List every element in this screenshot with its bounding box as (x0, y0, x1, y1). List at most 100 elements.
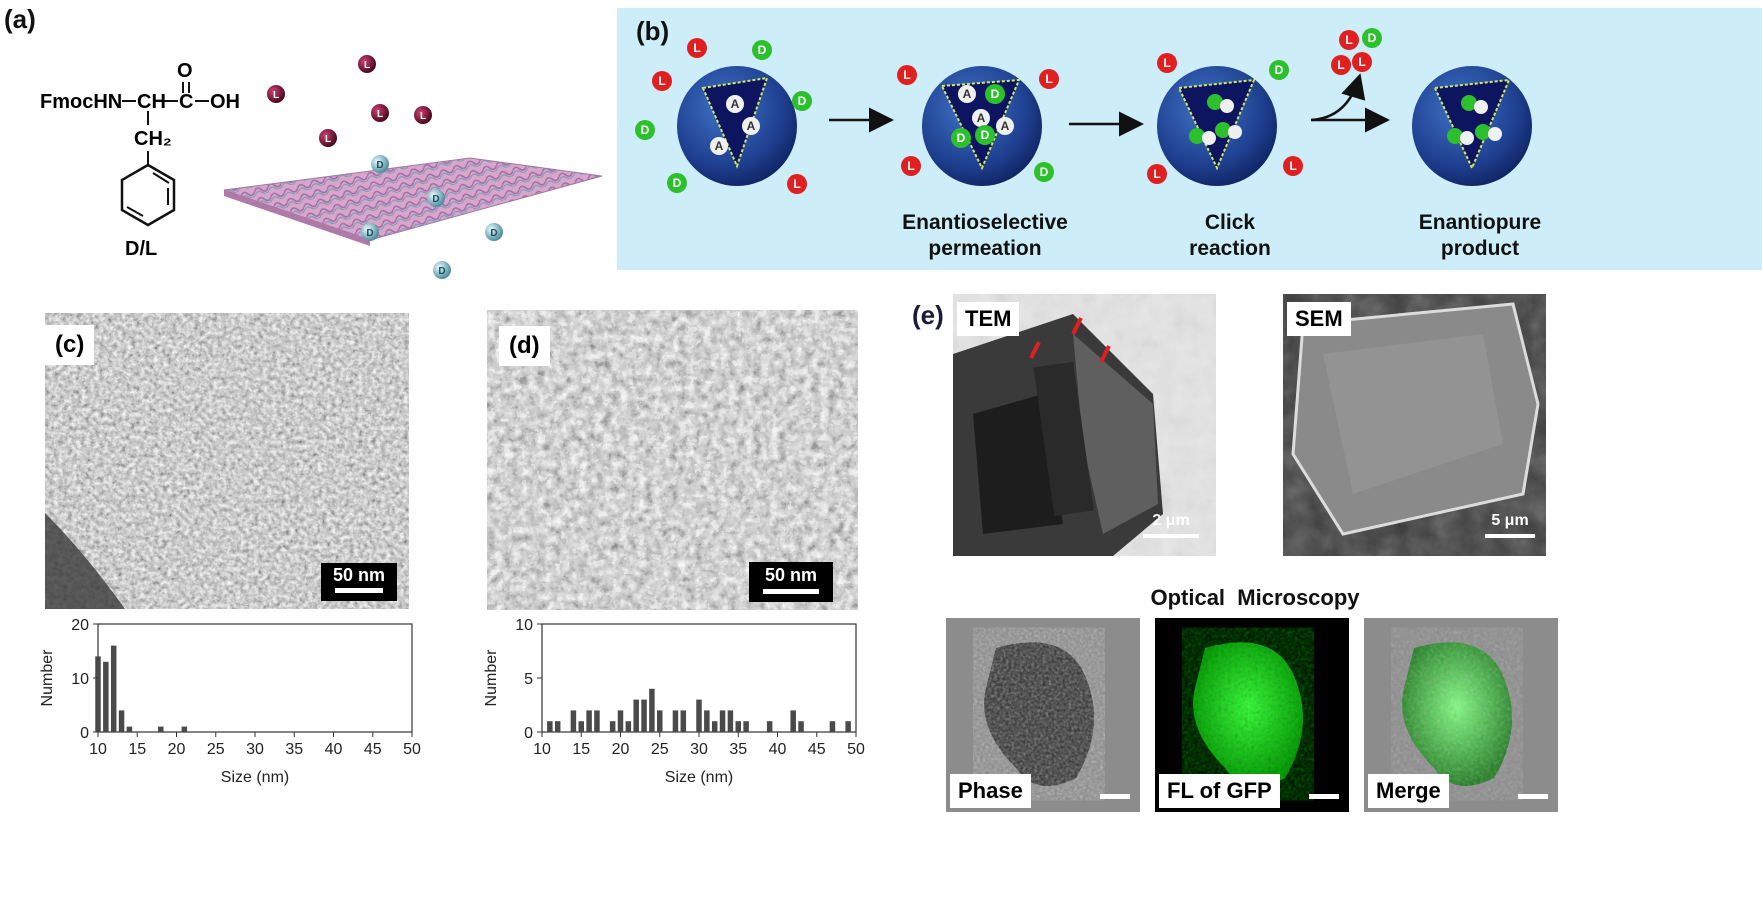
y-tick-label: 10 (515, 617, 533, 634)
gfp-label: FL of GFP (1159, 774, 1280, 808)
svg-text:L: L (1337, 58, 1344, 72)
histogram-bar (625, 721, 632, 732)
svg-text:L: L (658, 74, 665, 88)
svg-text:A: A (963, 87, 972, 101)
micrograph-c: (c) 50 nm (45, 313, 409, 609)
x-tick-label: 25 (651, 741, 669, 758)
x-tick-label: 50 (403, 741, 421, 758)
y-tick-label: 0 (524, 725, 533, 742)
svg-text:L: L (903, 68, 910, 82)
vesicle-3 (1157, 66, 1277, 186)
panel-label-a: (a) (4, 4, 36, 34)
histogram-bar (126, 726, 133, 732)
x-tick-label: 50 (847, 741, 865, 758)
chiral-sheet-illustration: L L L L L D D D D D (223, 55, 603, 279)
histogram-bar (554, 721, 561, 732)
histogram-bar (181, 726, 188, 732)
histogram-bar (845, 721, 851, 732)
histogram-bar (158, 726, 164, 732)
formula-ch: CH (137, 91, 166, 113)
step-enantioselective-permeation: Enantioselective permeation (902, 211, 1068, 260)
x-tick-label: 10 (89, 741, 107, 758)
histogram-bar (735, 721, 741, 732)
formula-ch2: CH₂ (134, 128, 172, 150)
svg-text:D: D (366, 228, 373, 239)
formula-oh: OH (210, 91, 240, 113)
x-tick-label: 25 (207, 741, 225, 758)
svg-text:L: L (1153, 167, 1160, 181)
x-tick-label: 10 (533, 741, 551, 758)
scale-bar-d: 50 nm (749, 562, 833, 602)
svg-text:L: L (273, 90, 279, 101)
svg-text:A: A (715, 139, 724, 153)
svg-text:L: L (1345, 33, 1352, 47)
plot-frame (97, 623, 413, 733)
step-enantiopure-product: Enantiopure product (1418, 211, 1542, 260)
y-tick-label: 5 (524, 671, 533, 688)
x-tick-label: 45 (364, 741, 382, 758)
svg-text:L: L (377, 109, 383, 120)
sem-image: SEM 5 μm (1283, 294, 1546, 556)
x-tick-label: 45 (808, 741, 826, 758)
scale-label-c: 50 nm (332, 565, 386, 585)
l-ball-cluster: L L L L L (267, 55, 432, 147)
formula-dl-label: D/L (125, 238, 157, 260)
sem-label: SEM (1287, 302, 1351, 336)
vesicle-schematic: A A A L D L D D L D A A A D D D L L L (635, 28, 1532, 194)
histogram-bar (727, 710, 734, 732)
tem-scale-label: 2 μm (1152, 512, 1190, 529)
x-tick-label: 40 (769, 741, 787, 758)
phase-scale-bar (1100, 794, 1130, 799)
svg-text:L: L (907, 159, 914, 173)
phase-label: Phase (950, 774, 1031, 808)
y-tick-label: 0 (80, 725, 89, 742)
scale-line-c (335, 588, 383, 593)
histogram-bar (657, 710, 663, 732)
histogram-bar (586, 710, 592, 732)
d-ball-cluster: D D D D D (361, 155, 503, 279)
histogram-bar (633, 699, 639, 732)
tem-image: TEM 2 μm (953, 294, 1216, 556)
svg-text:D: D (490, 228, 497, 239)
x-tick-label: 15 (572, 741, 590, 758)
svg-text:L: L (325, 134, 331, 145)
histogram-bar (766, 721, 773, 732)
svg-text:D: D (432, 194, 439, 205)
x-tick-label: 35 (285, 741, 303, 758)
svg-text:D: D (981, 128, 990, 142)
y-axis-label: Number (39, 649, 56, 707)
svg-text:L: L (1163, 56, 1170, 70)
sem-scale-bar: 5 μm (1485, 512, 1535, 542)
formula-o: O (177, 60, 193, 82)
histogram-bar (578, 721, 584, 732)
histogram-bar (118, 710, 125, 732)
step-click-reaction: Click reaction (1189, 211, 1271, 260)
histogram-bar (680, 710, 687, 732)
x-axis-label: Size (nm) (221, 769, 289, 786)
x-tick-label: 30 (246, 741, 264, 758)
svg-text:A: A (1001, 119, 1010, 133)
histogram-bar (798, 721, 804, 732)
svg-text:L: L (1289, 159, 1296, 173)
svg-text:L: L (1358, 55, 1365, 69)
svg-text:L: L (1045, 72, 1052, 86)
histogram-bar (594, 710, 600, 732)
svg-text:D: D (798, 94, 807, 108)
histogram-bar (609, 721, 616, 732)
tem-scale-bar: 2 μm (1143, 512, 1199, 542)
panel-label-b: (b) (636, 16, 670, 46)
optical-microscopy-title: Optical Microscopy (1150, 585, 1360, 610)
svg-text:A: A (977, 111, 986, 125)
svg-text:D: D (641, 123, 650, 137)
histogram-bar (790, 710, 796, 732)
x-tick-label: 15 (128, 741, 146, 758)
micrograph-d: (d) 50 nm (487, 310, 858, 610)
gfp-image: FL of GFP (1155, 618, 1349, 812)
svg-text:D: D (438, 266, 445, 277)
y-tick-label: 10 (71, 671, 89, 688)
histogram-bar (704, 710, 710, 732)
phase-image: Phase (946, 618, 1140, 812)
vesicle-4 (1412, 66, 1532, 186)
